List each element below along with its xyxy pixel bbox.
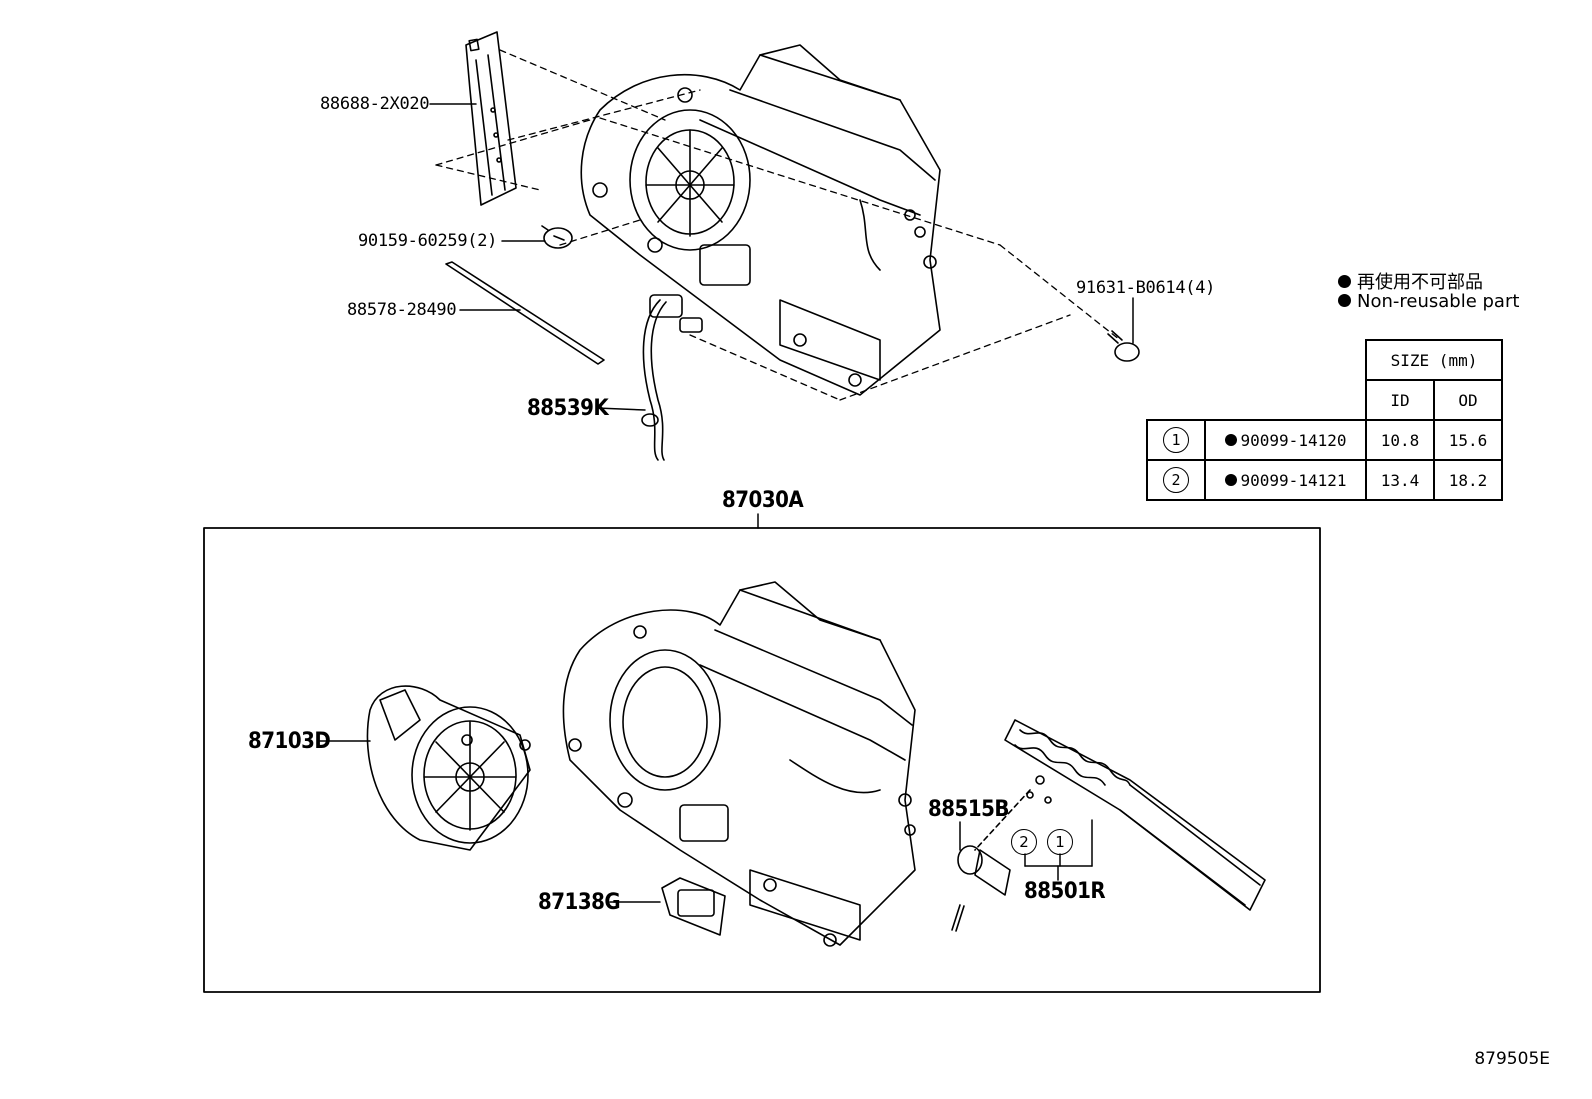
part-number: 90099-14120 xyxy=(1240,430,1347,450)
label-88515B: 88515B xyxy=(928,797,1009,822)
size-header: SIZE (mm) xyxy=(1365,339,1503,381)
table-row: 1 90099-14120 10.8 15.6 xyxy=(1146,419,1503,461)
filled-dot-icon xyxy=(1224,474,1237,486)
ref-circle: 1 xyxy=(1163,427,1189,453)
wire-88539-drawing xyxy=(641,294,703,461)
label-87103D: 87103D xyxy=(248,729,331,754)
seal-88578-drawing xyxy=(445,261,605,365)
legend-english-text: Non-reusable part xyxy=(1357,291,1520,312)
id-value: 10.8 xyxy=(1365,419,1435,461)
od-value: 18.2 xyxy=(1433,459,1503,501)
label-88501R: 88501R xyxy=(1024,879,1106,904)
label-87138G: 87138G xyxy=(538,890,621,915)
col-od-header: OD xyxy=(1433,379,1503,421)
legend-japanese: 再使用不可部品 xyxy=(1338,268,1483,294)
label-87030A: 87030A xyxy=(722,488,804,513)
label-90159-60259: 90159-60259(2) xyxy=(358,231,498,251)
sensor-88515-drawing xyxy=(951,789,1031,932)
resistor-87138-drawing xyxy=(661,877,726,936)
label-88688-2X020: 88688-2X020 xyxy=(320,94,430,114)
od-value: 15.6 xyxy=(1433,419,1503,461)
blower-motor-87103-drawing xyxy=(366,685,531,851)
legend-english: Non-reusable part xyxy=(1338,291,1519,312)
blower-housing-lower-drawing xyxy=(562,581,916,947)
filled-dot-icon xyxy=(1338,293,1351,307)
illustration-code: 879505E xyxy=(1474,1049,1550,1069)
label-88578-28490: 88578-28490 xyxy=(347,300,457,320)
size-table: SIZE (mm) ID OD 1 90099-14120 10.8 15.6 … xyxy=(1146,339,1503,501)
callout-2: 2 xyxy=(1011,829,1037,855)
assembly-87030-box xyxy=(203,527,1321,993)
label-88539K: 88539K xyxy=(527,396,609,421)
dashed-assembly-guides xyxy=(435,49,1121,401)
table-row: 2 90099-14121 13.4 18.2 xyxy=(1146,459,1503,501)
bolt-91631-drawing xyxy=(1107,330,1140,362)
bracket-88688-drawing xyxy=(465,31,517,206)
filled-dot-icon xyxy=(1338,274,1351,288)
part-number: 90099-14121 xyxy=(1240,470,1347,490)
leader-lines xyxy=(319,103,1134,903)
id-value: 13.4 xyxy=(1365,459,1435,501)
blower-unit-top-drawing xyxy=(580,44,941,396)
ref-circle: 2 xyxy=(1163,467,1189,493)
heater-core-88501-drawing xyxy=(1004,719,1266,911)
col-id-header: ID xyxy=(1365,379,1435,421)
filled-dot-icon xyxy=(1224,434,1237,446)
callout-1: 1 xyxy=(1047,829,1073,855)
legend-japanese-text: 再使用不可部品 xyxy=(1357,272,1483,293)
label-91631-B0614: 91631-B0614(4) xyxy=(1076,278,1216,298)
screw-90159-drawing xyxy=(541,225,573,249)
